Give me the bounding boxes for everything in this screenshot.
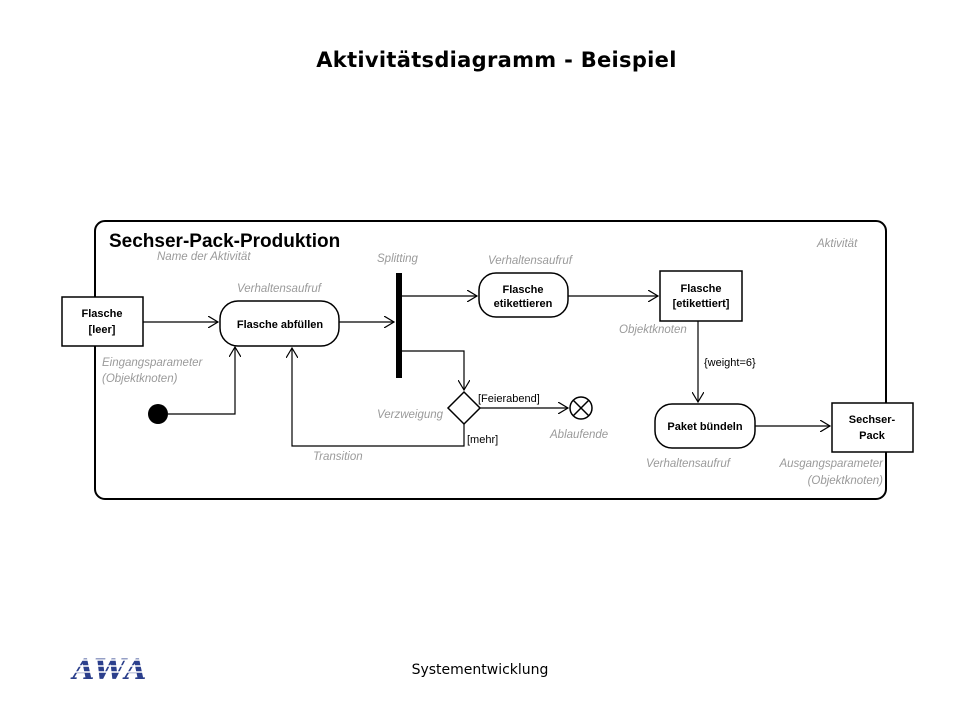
svg-text:AWA: AWA <box>70 653 147 686</box>
frame-kind-label: Aktivität <box>816 238 858 250</box>
output-param-annotation-2: (Objektknoten) <box>808 475 884 487</box>
fork-bar <box>396 273 402 378</box>
call-behavior-annotation-1: Verhaltensaufruf <box>237 283 323 295</box>
input-param-annotation-2: (Objektknoten) <box>102 373 178 385</box>
feierabend-guard: [Feierabend] <box>478 393 540 405</box>
flow-final-annotation: Ablaufende <box>549 429 608 441</box>
labeled-bottle-node <box>659 270 743 322</box>
flow-final-node <box>569 396 593 420</box>
labeled-bottle-line2: [etikettiert] <box>673 298 730 310</box>
output-object-node <box>831 402 914 453</box>
footer-text: Systementwicklung <box>411 662 549 678</box>
input-node-line1: Flasche <box>82 308 123 320</box>
call-behavior-annotation-2: Verhaltensaufruf <box>488 255 574 267</box>
label-bottle-action <box>478 272 569 318</box>
output-param-annotation: Ausgangsparameter <box>778 458 884 470</box>
decision-annotation: Verzweigung <box>377 409 444 421</box>
input-param-annotation: Eingangsparameter <box>102 357 204 369</box>
mehr-guard: [mehr] <box>467 434 498 446</box>
activity-name-annotation: Name der Aktivität <box>157 251 251 263</box>
edge-decision-loop-back <box>292 348 465 447</box>
output-node-line1: Sechser- <box>849 414 896 426</box>
fill-bottle-label: Flasche abfüllen <box>237 319 323 331</box>
frame-title: Sechser-Pack-Produktion <box>109 231 340 252</box>
fill-bottle-action <box>219 300 340 347</box>
object-node-annotation: Objektknoten <box>619 324 687 336</box>
splitting-annotation: Splitting <box>377 253 419 265</box>
labeled-bottle-line1: Flasche <box>681 283 722 295</box>
input-node-line2: [leer] <box>89 324 116 336</box>
transition-annotation: Transition <box>313 451 363 463</box>
call-behavior-annotation-3: Verhaltensaufruf <box>646 458 732 470</box>
initial-node <box>148 404 168 424</box>
edge-initial-to-fill <box>168 347 235 415</box>
slide-title: Aktivitätsdiagramm - Beispiel <box>316 48 677 72</box>
awa-logo: AWA <box>70 653 150 686</box>
output-node-line2: Pack <box>859 430 886 442</box>
bundle-package-label: Paket bündeln <box>667 421 742 433</box>
edge-fork-to-decision <box>402 350 464 390</box>
label-bottle-line1: Flasche <box>503 284 544 296</box>
label-bottle-line2: etikettieren <box>494 298 553 310</box>
weight-guard: {weight=6} <box>704 357 756 369</box>
input-object-node <box>61 296 144 347</box>
